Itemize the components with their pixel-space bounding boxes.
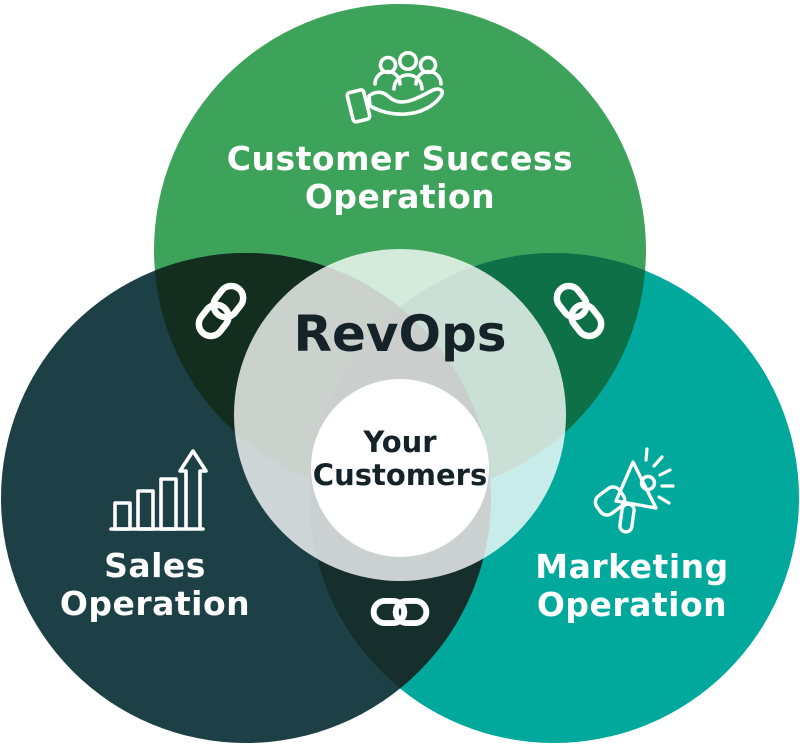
people-in-hand-icon [345, 50, 445, 124]
sales-label-line1: Sales [104, 546, 206, 585]
your-customers-label-line1: Your [362, 425, 437, 459]
sales-label-line2: Operation [60, 584, 250, 623]
chain-link-icon [195, 282, 247, 340]
your-customers-circle [311, 379, 489, 557]
chain-link-icon [553, 282, 605, 340]
customer-success-label-line2: Operation [305, 177, 495, 216]
chain-link-icon [370, 597, 430, 627]
bar-chart-growth-icon [109, 449, 208, 531]
marketing-label-line2: Operation [537, 585, 727, 624]
revops-title: RevOps [293, 305, 506, 363]
customer-success-label-line1: Customer Success [227, 139, 573, 178]
megaphone-icon [593, 447, 675, 534]
your-customers-label-line2: Customers [313, 458, 487, 492]
marketing-label-line1: Marketing [535, 547, 729, 586]
